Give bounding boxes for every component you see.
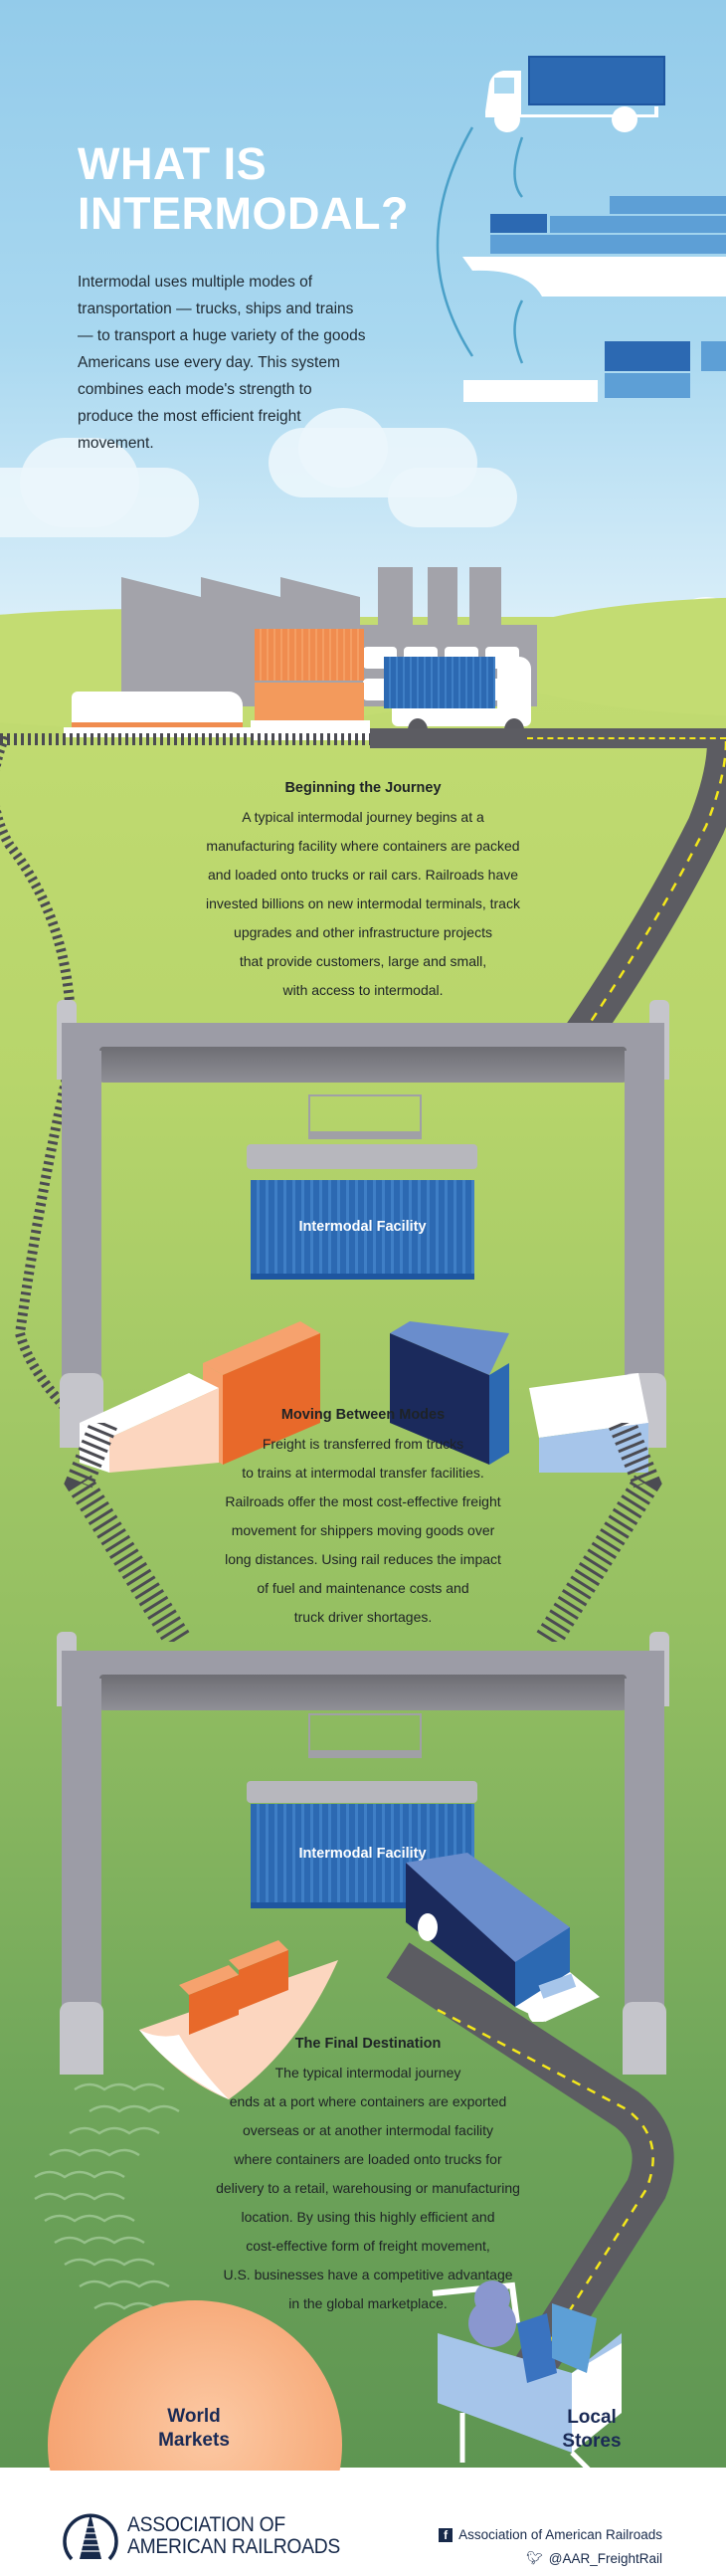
world-markets-label: World Markets [158,2406,230,2451]
page-title: WHAT IS INTERMODAL? [78,138,409,239]
gantry-beam [62,1023,664,1051]
gantry-leg [62,1679,101,2017]
section-body: The typical intermodal journey ends at a… [216,2065,520,2311]
train-with-orange-containers [80,1321,320,1473]
shopping-cart-icon [432,2280,622,2473]
section-heading: Beginning the Journey [284,780,442,796]
facebook-icon: f [439,2527,454,2542]
cloud [298,408,388,488]
road-curve [566,740,726,1035]
gantry-leg [62,1051,101,1419]
blue-container [384,657,495,708]
lane-marking [527,737,726,739]
gantry-beam [62,1651,664,1679]
rail-track-diamond [64,1423,662,1642]
cargo-ship [139,1940,338,2099]
road-final [386,1942,674,2378]
section-moving-between-modes: Moving Between Modes Freight is transfer… [184,1401,542,1632]
transport-modes-illustration [436,56,726,402]
section-beginning-journey: Beginning the Journey A typical intermod… [164,774,562,1005]
arrows-icon [436,126,524,364]
spreader [247,1144,477,1169]
rail-track [0,733,370,745]
spreader-top [308,1094,422,1139]
gantry-leg [625,1679,664,2017]
cloud [388,468,517,527]
gantry-foot [623,2002,666,2075]
orange-container [255,683,364,720]
spreader [247,1781,477,1803]
locomotive [72,692,243,727]
train-icon [463,341,726,402]
section-heading: The Final Destination [294,2036,442,2052]
intro-text: Intermodal uses multiple modes of transp… [78,274,366,452]
footer [0,2471,726,2576]
ship-icon [462,196,726,297]
section-final-destination: The Final Destination The typical interm… [174,2030,562,2318]
orange-container [255,629,364,681]
delivery-truck [406,1853,600,2022]
train-with-blue-containers [390,1321,648,1473]
facebook-link[interactable]: f Association of American Railroads [439,2527,662,2542]
section-body: Freight is transferred from trucks to tr… [225,1436,501,1625]
section-heading: Moving Between Modes [280,1407,446,1423]
gantry-foot [60,2002,103,2075]
twitter-link[interactable]: 🐦︎ @AAR_FreightRail [526,2550,662,2566]
cloud [20,438,139,527]
gantry-beam-shadow [99,1675,627,1710]
intermodal-facility-container: Intermodal Facility [251,1180,474,1280]
facility-label: Intermodal Facility [298,1845,427,1862]
waves [34,2082,185,2310]
gantry-beam-shadow [99,1047,627,1083]
aar-logo-icon [63,2513,118,2561]
spreader-top [308,1713,422,1758]
section-body: A typical intermodal journey begins at a… [206,809,520,998]
rail-track-curve [0,736,84,1427]
local-stores-label: Local Stores [562,2407,622,2452]
truck-icon [485,56,665,132]
facility-label: Intermodal Facility [298,1219,427,1235]
twitter-icon: 🐦︎ [526,2550,543,2565]
org-name: ASSOCIATION OF AMERICAN RAILROADS [127,2513,341,2558]
gantry-leg [625,1051,664,1419]
truck-cab [392,708,531,726]
truck-cab-front [497,657,531,712]
locomotive-base [64,727,251,737]
